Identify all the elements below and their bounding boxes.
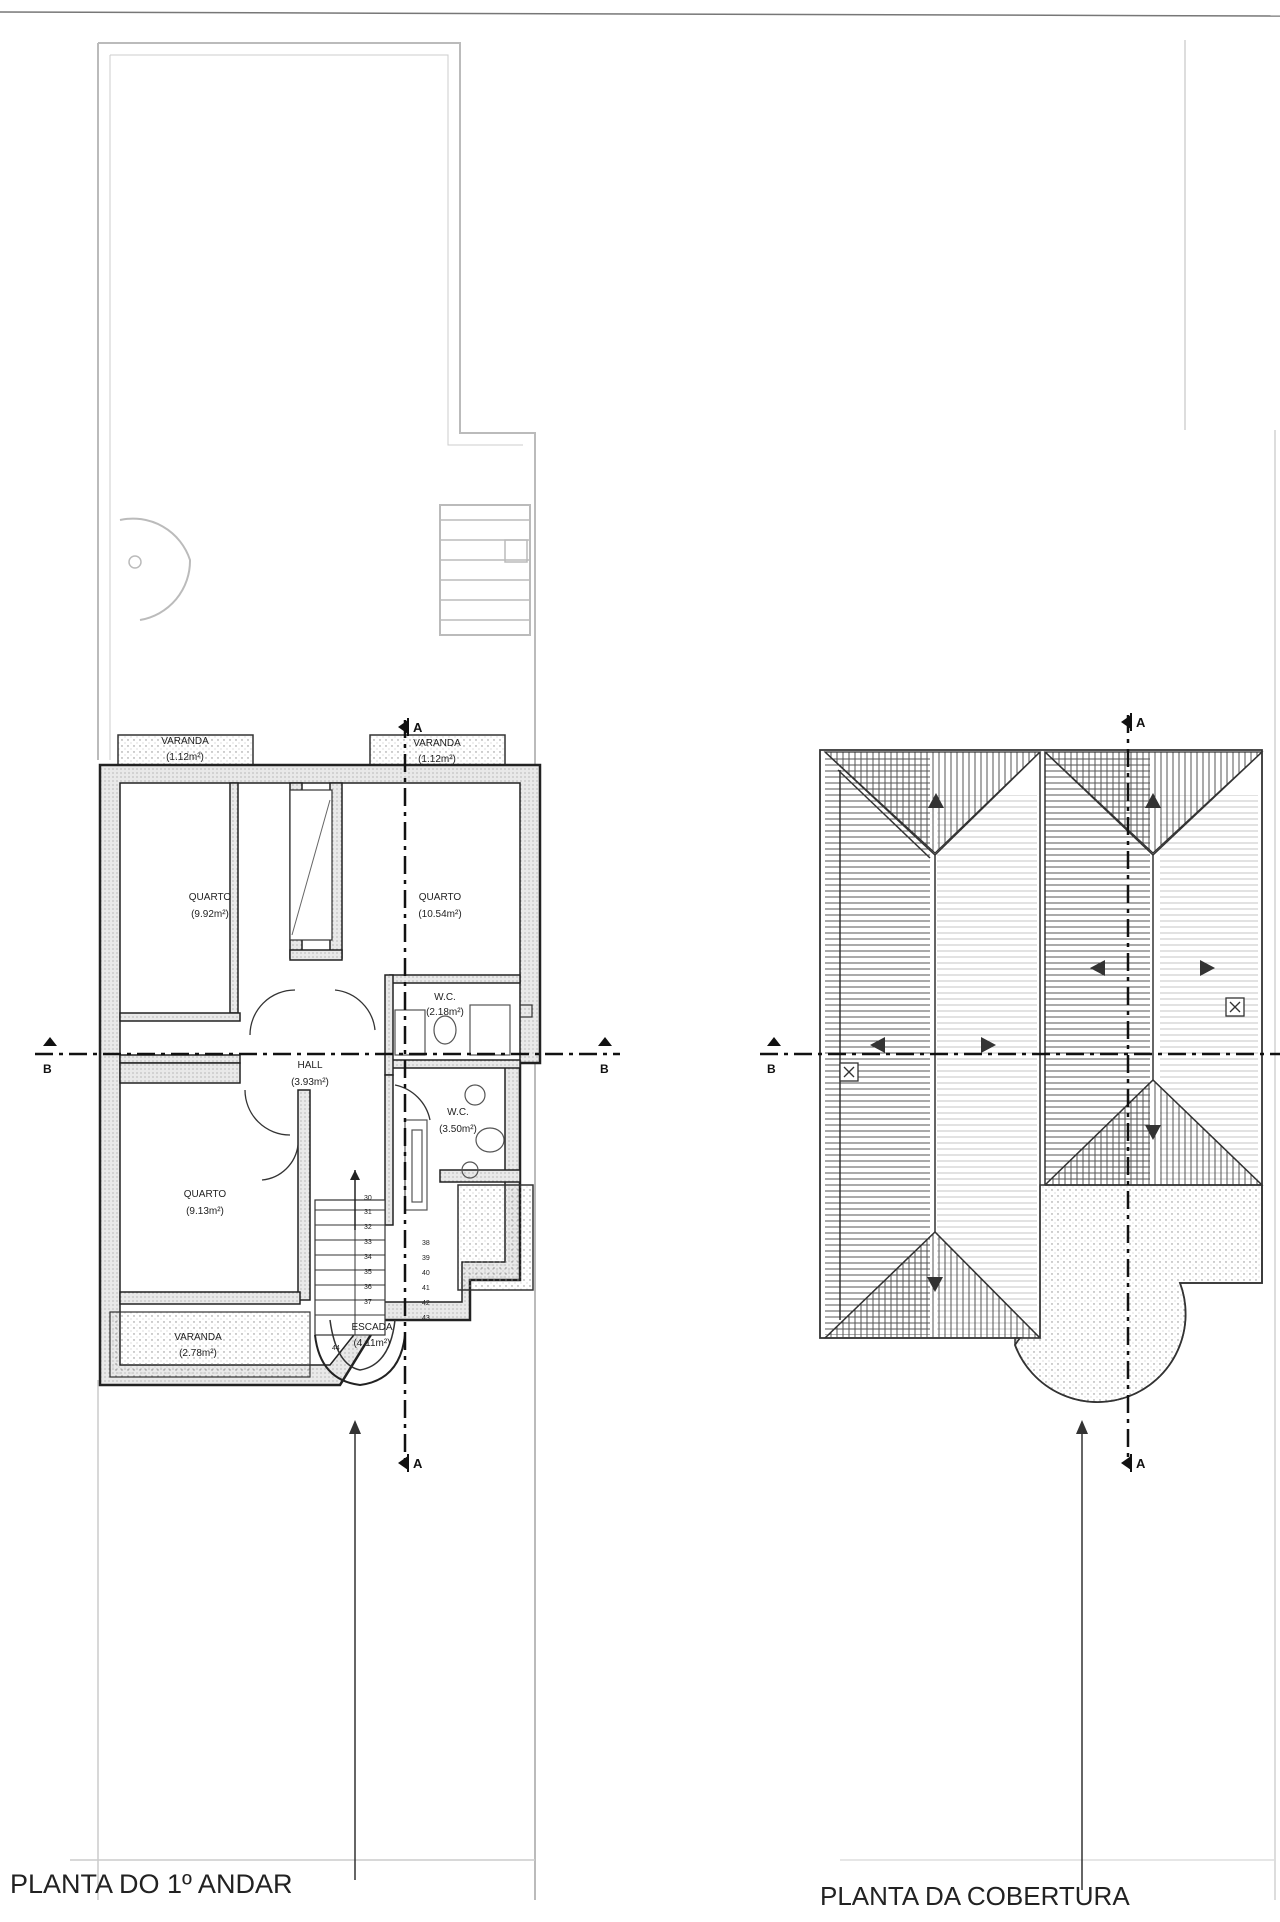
roof-title: PLANTA DA COBERTURA [820,1881,1130,1911]
room-label: ESCADA [351,1322,392,1333]
section-letter: A [413,720,423,735]
faint-pergola-slats [440,519,530,621]
room-label: VARANDA [161,736,209,747]
slope-arrows [870,793,1215,1292]
closet-door-line [291,799,331,936]
roof-section-marker-a-top: A [1121,713,1146,731]
sheet-top-border [0,11,1280,17]
stairs [314,1170,406,1387]
room-area: (3.50m²) [439,1124,477,1135]
first-floor-plan: 30 31 32 33 34 35 36 37 38 39 40 41 42 4… [10,42,620,1900]
roof-section-marker-a-bottom: A [1121,1454,1146,1472]
roof-terrace [1014,1184,1263,1403]
varanda-top-right [369,734,506,766]
room-label: HALL [297,1060,322,1071]
roof-vents [839,997,1245,1082]
room-label: QUARTO [189,892,232,903]
step-number: 41 [422,1285,430,1292]
room-label: VARANDA [174,1332,222,1343]
room-label: QUARTO [184,1189,227,1200]
step-number: 43 [422,1315,430,1322]
step-number: 31 [364,1209,372,1216]
first-floor-title: PLANTA DO 1º ANDAR [10,1869,292,1899]
step-number: 34 [364,1254,372,1261]
section-marker-b-right: B [598,1037,612,1076]
lower-terrace [457,1184,534,1291]
varanda-top-left [117,734,254,766]
step-number: 42 [422,1300,430,1307]
room-label: QUARTO [419,892,462,903]
room-area: (10.54m²) [418,909,461,920]
section-letter: A [413,1456,423,1471]
faint-circle [128,555,142,569]
room-label: VARANDA [413,738,461,749]
section-letter: B [600,1062,609,1076]
stair-step-numbers: 30 31 32 33 34 35 36 37 38 39 40 41 42 4… [332,1195,430,1352]
room-area: (2.78m²) [179,1348,217,1359]
step-number: 33 [364,1239,372,1246]
step-number: 44 [332,1345,340,1352]
varanda-bottom [109,1311,311,1378]
step-number: 37 [364,1299,372,1306]
closet [289,789,333,941]
roof-arrow-head [1076,1420,1088,1434]
room-area: (9.13m²) [186,1206,224,1217]
faint-pergola [439,504,531,636]
step-number: 39 [422,1255,430,1262]
section-letter: B [43,1062,52,1076]
room-area: (1.12m²) [166,752,204,763]
lot-outline-inner [110,54,523,446]
door-swings [244,989,431,1181]
section-letter: A [1136,715,1146,730]
step-number: 32 [364,1224,372,1231]
section-letter: B [767,1062,776,1076]
roof-plan: A A B PLANTA DA COBERTURA [760,40,1280,1911]
section-letter: A [1136,1456,1146,1471]
wall-shaft [519,1004,533,1018]
room-labels: QUARTO (9.92m²) QUARTO (10.54m²) W.C. (2… [161,736,477,1359]
room-area: (4.11m²) [353,1338,390,1349]
room-area: (1.12m²) [418,754,456,765]
room-area: (2.18m²) [426,1007,464,1018]
room-area: (3.93m²) [291,1077,329,1088]
section-marker-b-left: B [43,1037,57,1076]
faint-round-element [119,517,192,621]
step-number: 35 [364,1269,372,1276]
section-marker-a-bottom: A [398,1454,423,1472]
roof-left-hatch-b [937,795,1037,1335]
partition-walls [119,782,521,1305]
step-number: 40 [422,1270,430,1277]
room-label: W.C. [434,992,456,1003]
room-label: W.C. [447,1107,469,1118]
section-marker-a-top: A [398,718,423,736]
step-number: 38 [422,1240,430,1247]
step-number: 30 [364,1195,372,1202]
faint-square [504,539,528,563]
step-number: 36 [364,1284,372,1291]
room-area: (9.92m²) [191,909,229,920]
entry-arrow-head [349,1420,361,1434]
roof-section-marker-b-left: B [767,1037,781,1076]
